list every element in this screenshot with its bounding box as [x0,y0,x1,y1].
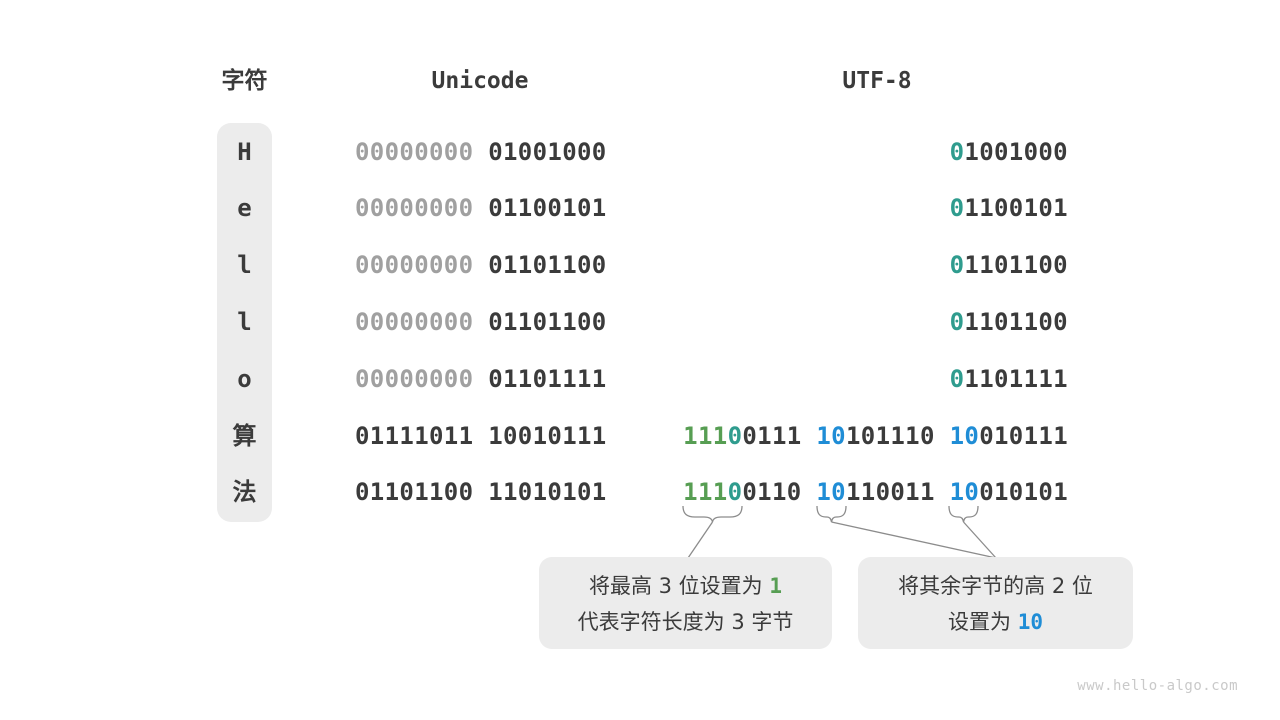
bit-segment-dark: 010101 [979,478,1068,507]
unicode-bytes: 00000000 01101100 [355,306,607,338]
callout-text: 设置为 [948,610,1018,634]
underbrace-continuation-2 [948,505,979,523]
bit-segment-green: 111 [683,421,728,450]
watermark: www.hello-algo.com [1077,678,1238,694]
bit-segment-dark: 0111 [742,421,817,450]
unicode-bytes: 00000000 01100101 [355,192,607,224]
character-cell: o [237,364,252,393]
utf8-bytes: 01100101 [950,192,1068,224]
bit-segment-dark: 010111 [979,421,1068,450]
character-cell: 算 [232,421,257,450]
bit-segment-teal: 0 [727,478,743,507]
utf8-bytes: 01101100 [950,306,1068,338]
callout-text-line: 将最高 3 位设置为 1 [539,568,832,604]
character-column-pill [217,123,272,522]
bit-segment-dark: 0110 [742,478,817,507]
connector-to-callout-1 [687,521,714,559]
bit-segment-teal: 0 [949,194,965,223]
callout-text: 将其余字节的高 2 位 [898,574,1093,598]
character-cell: l [237,307,252,336]
column-header-character: 字符 [221,68,268,94]
bit-segment-gray: 00000000 [355,194,489,223]
callout-text-line: 设置为 10 [858,604,1133,640]
bit-segment-dark: 01101100 [488,251,607,280]
bit-segment-dark: 1101100 [964,251,1068,280]
bit-segment-dark: 1101111 [964,364,1068,393]
character-cell: H [237,137,252,166]
bit-segment-gray: 00000000 [355,251,489,280]
bit-segment-gray: 00000000 [355,137,489,166]
unicode-bytes: 01111011 10010111 [355,420,607,452]
unicode-bytes: 00000000 01101111 [355,363,607,395]
underbrace-leading-bits [682,505,743,523]
bit-segment-dark: 01101100 [488,307,607,336]
bit-segment-dark: 01001000 [488,137,607,166]
bit-segment-teal: 0 [949,251,965,280]
bit-segment-teal: 0 [949,364,965,393]
character-cell: l [237,251,252,280]
underbrace-continuation-1 [816,505,847,523]
bit-segment-blue: 10 [816,421,846,450]
bit-segment-dark: 1101100 [964,307,1068,336]
bit-segment-teal: 0 [949,307,965,336]
column-header-utf8: UTF-8 [842,68,912,94]
character-cell: e [237,194,252,223]
unicode-bytes: 00000000 01101100 [355,249,607,281]
bit-segment-blue: 10 [816,478,846,507]
bit-segment-gray: 00000000 [355,364,489,393]
utf8-bytes: 01101100 [950,249,1068,281]
utf8-bytes: 11100111 10101110 10010111 [683,420,1068,452]
utf8-bytes: 01101111 [950,363,1068,395]
utf8-bytes: 11100110 10110011 10010101 [683,476,1068,508]
bit-segment-dark: 01100101 [488,194,607,223]
bit-segment-dark: 01101100 11010101 [355,478,607,507]
bit-segment-green: 111 [683,478,728,507]
bit-segment-dark: 101110 [845,421,950,450]
callout-number-blue: 10 [1017,610,1043,634]
connector-to-callout-2b [963,521,997,559]
bit-segment-gray: 00000000 [355,307,489,336]
bit-segment-dark: 01101111 [488,364,607,393]
bit-segment-teal: 0 [949,137,965,166]
bit-segment-dark: 1100101 [964,194,1068,223]
column-header-unicode: Unicode [431,68,529,94]
callout-continuation-byte-rule: 将其余字节的高 2 位设置为 10 [858,557,1133,649]
unicode-bytes: 01101100 11010101 [355,476,607,508]
bit-segment-blue: 10 [949,421,980,450]
unicode-bytes: 00000000 01001000 [355,136,607,168]
bit-segment-dark: 01111011 10010111 [355,421,607,450]
utf8-bytes: 01001000 [950,136,1068,168]
callout-text: 代表字符长度为 3 字节 [577,610,794,634]
connector-to-callout-2a [831,521,997,559]
callout-leading-byte-rule: 将最高 3 位设置为 1 代表字符长度为 3 字节 [539,557,832,649]
callout-number-green: 1 [769,574,783,598]
callout-text: 将最高 3 位设置为 [588,574,770,598]
callout-text-line: 代表字符长度为 3 字节 [539,604,832,640]
bit-segment-teal: 0 [727,421,743,450]
bit-segment-dark: 1001000 [964,137,1068,166]
callout-text-line: 将其余字节的高 2 位 [858,568,1133,604]
bit-segment-blue: 10 [949,478,980,507]
bit-segment-dark: 110011 [845,478,950,507]
character-cell: 法 [232,478,257,507]
